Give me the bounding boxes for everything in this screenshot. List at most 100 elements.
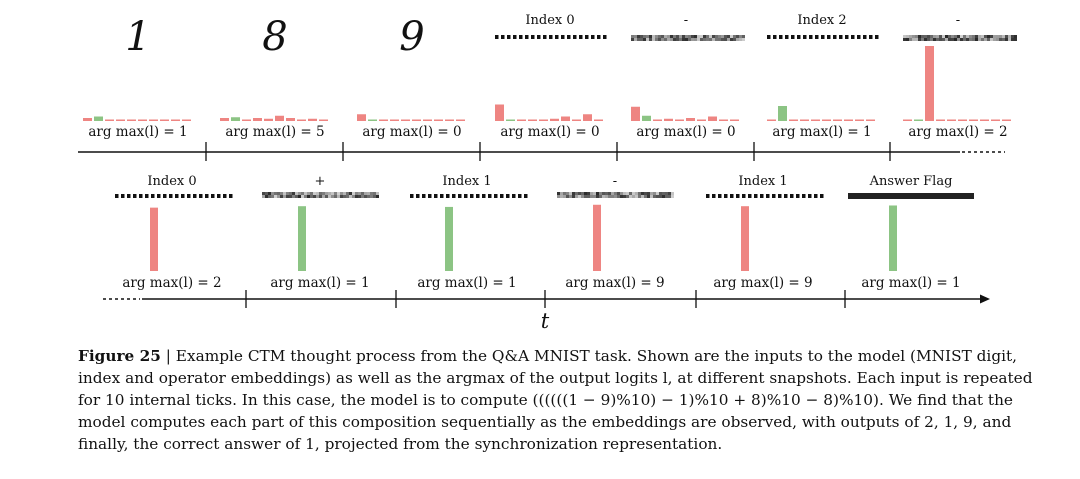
embedding-cell	[987, 35, 990, 38]
embedding-cell	[187, 194, 191, 198]
embedding-cell	[617, 192, 620, 195]
logit-bar	[445, 119, 454, 121]
embedding-cell	[984, 35, 987, 38]
embedding-cell	[647, 192, 650, 195]
embedding-cell	[942, 38, 945, 41]
logit-bar	[319, 119, 328, 121]
embedding-cell	[640, 35, 643, 38]
embedding-cell	[139, 194, 143, 198]
embedding-cell	[304, 195, 307, 198]
argmax-label: arg max(l) = 9	[565, 275, 664, 291]
logit-bar	[297, 119, 306, 121]
embedding-cell	[644, 195, 647, 198]
embedding-cell	[709, 38, 712, 41]
embedding-cell	[915, 35, 918, 38]
embedding-cell	[808, 194, 812, 198]
embedding-cell	[373, 195, 376, 198]
output-bar	[889, 205, 897, 271]
embedding-cell	[115, 194, 119, 198]
embedding-cell	[557, 192, 560, 195]
embedding-cell	[313, 195, 316, 198]
embedding-cell	[611, 195, 614, 198]
embedding-cell	[638, 192, 641, 195]
embedding-cell	[446, 194, 450, 198]
embedding-cell	[563, 192, 566, 195]
logit-bar	[800, 119, 809, 121]
embedding-cell	[566, 192, 569, 195]
embedding-cell	[611, 192, 614, 195]
embedding-cell	[495, 35, 499, 39]
embedding-cell	[620, 195, 623, 198]
logit-bar	[495, 104, 504, 121]
embedding-cell	[990, 35, 993, 38]
embedding-cell	[791, 35, 795, 39]
embedding-cell	[694, 35, 697, 38]
logit-bar	[822, 119, 831, 121]
embedding-cell	[277, 195, 280, 198]
embedding-cell	[727, 35, 730, 38]
embedding-cell	[295, 195, 298, 198]
logit-bar	[253, 118, 262, 121]
embedding-cell	[452, 194, 456, 198]
embedding-cell	[298, 192, 301, 195]
embedding-cell	[643, 35, 646, 38]
embedding-cell	[579, 35, 583, 39]
embedding-cell	[676, 38, 679, 41]
logit-bar	[368, 119, 377, 121]
embedding-cell	[921, 38, 924, 41]
embedding-cell	[519, 35, 523, 39]
embedding-cell	[766, 194, 770, 198]
embedding-cell	[325, 192, 328, 195]
embedding-cell	[573, 35, 577, 39]
mnist-digit-input: 8	[262, 14, 287, 60]
embedding-cell	[334, 195, 337, 198]
output-bar	[593, 204, 601, 271]
embedding-cell	[361, 195, 364, 198]
logit-bar	[94, 116, 103, 121]
embedding-cell	[175, 194, 179, 198]
argmax-label: arg max(l) = 0	[636, 124, 735, 140]
time-axis-label: t	[541, 309, 550, 333]
index-embedding-label: Index 1	[738, 174, 787, 189]
embedding-cell	[567, 35, 571, 39]
embedding-cell	[739, 35, 742, 38]
embedding-cell	[525, 35, 529, 39]
embedding-cell	[960, 38, 963, 41]
embedding-cell	[906, 38, 909, 41]
embedding-cell	[667, 38, 670, 41]
embedding-cell	[349, 192, 352, 195]
embedding-cell	[963, 38, 966, 41]
embedding-cell	[655, 38, 658, 41]
embedding-cell	[298, 195, 301, 198]
embedding-cell	[584, 192, 587, 195]
embedding-cell	[268, 192, 271, 195]
embedding-cell	[500, 194, 504, 198]
embedding-cell	[803, 35, 807, 39]
logit-bar	[903, 119, 912, 121]
embedding-cell	[653, 195, 656, 198]
embedding-cell	[422, 194, 426, 198]
embedding-cell	[993, 38, 996, 41]
logit-bar	[642, 115, 651, 121]
embedding-cell	[631, 38, 634, 41]
embedding-cell	[569, 195, 572, 198]
embedding-cell	[295, 192, 298, 195]
embedding-cell	[650, 195, 653, 198]
embedding-cell	[301, 195, 304, 198]
logit-bar	[958, 119, 967, 121]
embedding-cell	[700, 38, 703, 41]
index-embedding-strip	[115, 194, 233, 198]
embedding-cell	[969, 35, 972, 38]
embedding-cell	[340, 195, 343, 198]
embedding-cell	[584, 195, 587, 198]
embedding-cell	[960, 35, 963, 38]
embedding-cell	[984, 38, 987, 41]
answer-flag-strip	[848, 193, 974, 199]
embedding-cell	[585, 35, 589, 39]
embedding-cell	[987, 38, 990, 41]
embedding-cell	[954, 35, 957, 38]
logit-bar	[936, 119, 945, 121]
embedding-cell	[262, 195, 265, 198]
embedding-cell	[416, 194, 420, 198]
embedding-cell	[268, 195, 271, 198]
